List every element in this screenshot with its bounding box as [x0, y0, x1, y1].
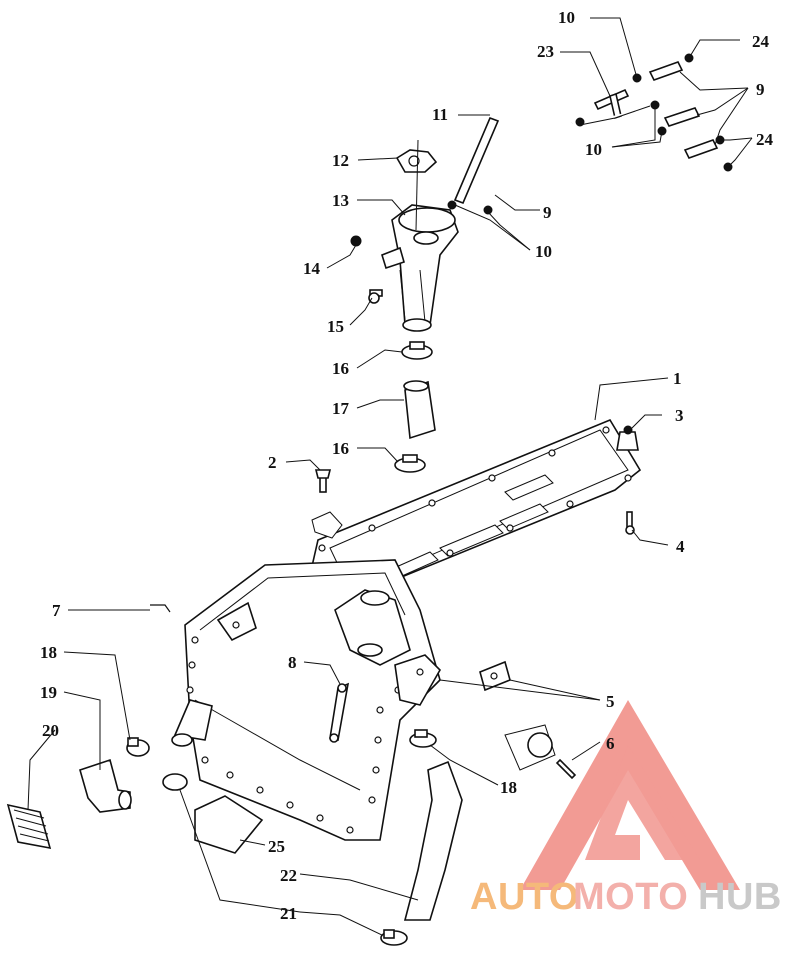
callout-15: 15: [327, 317, 344, 336]
callout-21: 21: [280, 904, 297, 923]
callout-25: 25: [268, 837, 285, 856]
callout-9-top: 9: [756, 80, 765, 99]
callout-5: 5: [606, 692, 615, 711]
clamp-21-left: [162, 773, 188, 791]
plate-gasket: [309, 418, 642, 601]
callout-22: 22: [280, 866, 297, 885]
screw-4: [625, 511, 635, 535]
watermark-word-hub: HUB: [698, 876, 782, 918]
check-valves-10: [447, 73, 667, 215]
callout-1: 1: [673, 369, 682, 388]
callout-10-mid: 10: [585, 140, 602, 159]
callout-24-top: 24: [752, 32, 770, 51]
watermark-g-mark: [585, 745, 700, 860]
filler-cap: [395, 149, 438, 173]
callout-6: 6: [606, 734, 615, 753]
clamp-18-right: [409, 729, 437, 748]
vent-hose-9-long: [488, 121, 573, 211]
bolt-2: [314, 469, 332, 493]
hose-clamp-lower: [394, 454, 426, 473]
callout-7: 7: [52, 601, 61, 620]
watermark-logo: [520, 700, 740, 890]
foam-pad-25: [194, 795, 264, 854]
bellows-20: [6, 803, 52, 850]
callout-18-left: 18: [40, 643, 57, 662]
clamp-18-left: [126, 737, 150, 757]
callout-3: 3: [675, 406, 684, 425]
callout-11: 11: [432, 105, 448, 124]
coupling-hose: [403, 380, 436, 440]
callout-24-right: 24: [756, 130, 774, 149]
callout-14: 14: [303, 259, 321, 278]
elbow-hose-19: [79, 758, 132, 813]
callout-4: 4: [676, 537, 685, 556]
callout-18-right: 18: [500, 778, 517, 797]
intake-housing: [171, 559, 441, 841]
screw-15: [368, 289, 383, 304]
callout-17: 17: [332, 399, 350, 418]
watermark-wordmark: AUTO MOTO HUB: [470, 876, 782, 918]
callout-9-mid: 9: [543, 203, 552, 222]
hose-clamp-upper: [401, 341, 433, 360]
callout-20: 20: [42, 721, 59, 740]
sensor-assembly: [504, 724, 556, 771]
callout-19: 19: [40, 683, 57, 702]
link-rod-8: [329, 682, 350, 743]
callout-16-upper: 16: [332, 359, 349, 378]
callout-12: 12: [332, 151, 349, 170]
pin-7: [150, 604, 171, 613]
watermark-word-moto: MOTO: [573, 876, 688, 918]
vent-tube-11: [453, 116, 500, 205]
callout-13: 13: [332, 191, 349, 210]
gasket-patch: [311, 511, 343, 539]
callout-10-top: 10: [558, 8, 575, 27]
nut-14: [350, 235, 362, 247]
leader-lines: [27, 17, 753, 936]
callout-16-lower: 16: [332, 439, 349, 458]
callout-10-lower: 10: [535, 242, 552, 261]
watermark-word-auto: AUTO: [470, 876, 579, 918]
clamp-21-bottom: [380, 929, 408, 946]
callout-labels: 10 23 24 9 10 24 11 9 10 12 13 14 15 16 …: [40, 8, 774, 923]
vent-tee-23: [579, 88, 651, 126]
hose-22: [403, 760, 463, 921]
callout-2: 2: [268, 453, 277, 472]
filler-neck: [381, 204, 459, 332]
callout-8: 8: [288, 653, 297, 672]
vent-hose-9-set: [648, 61, 719, 159]
grommet-3: [616, 425, 639, 451]
screw-6: [555, 758, 577, 780]
callout-23: 23: [537, 42, 554, 61]
